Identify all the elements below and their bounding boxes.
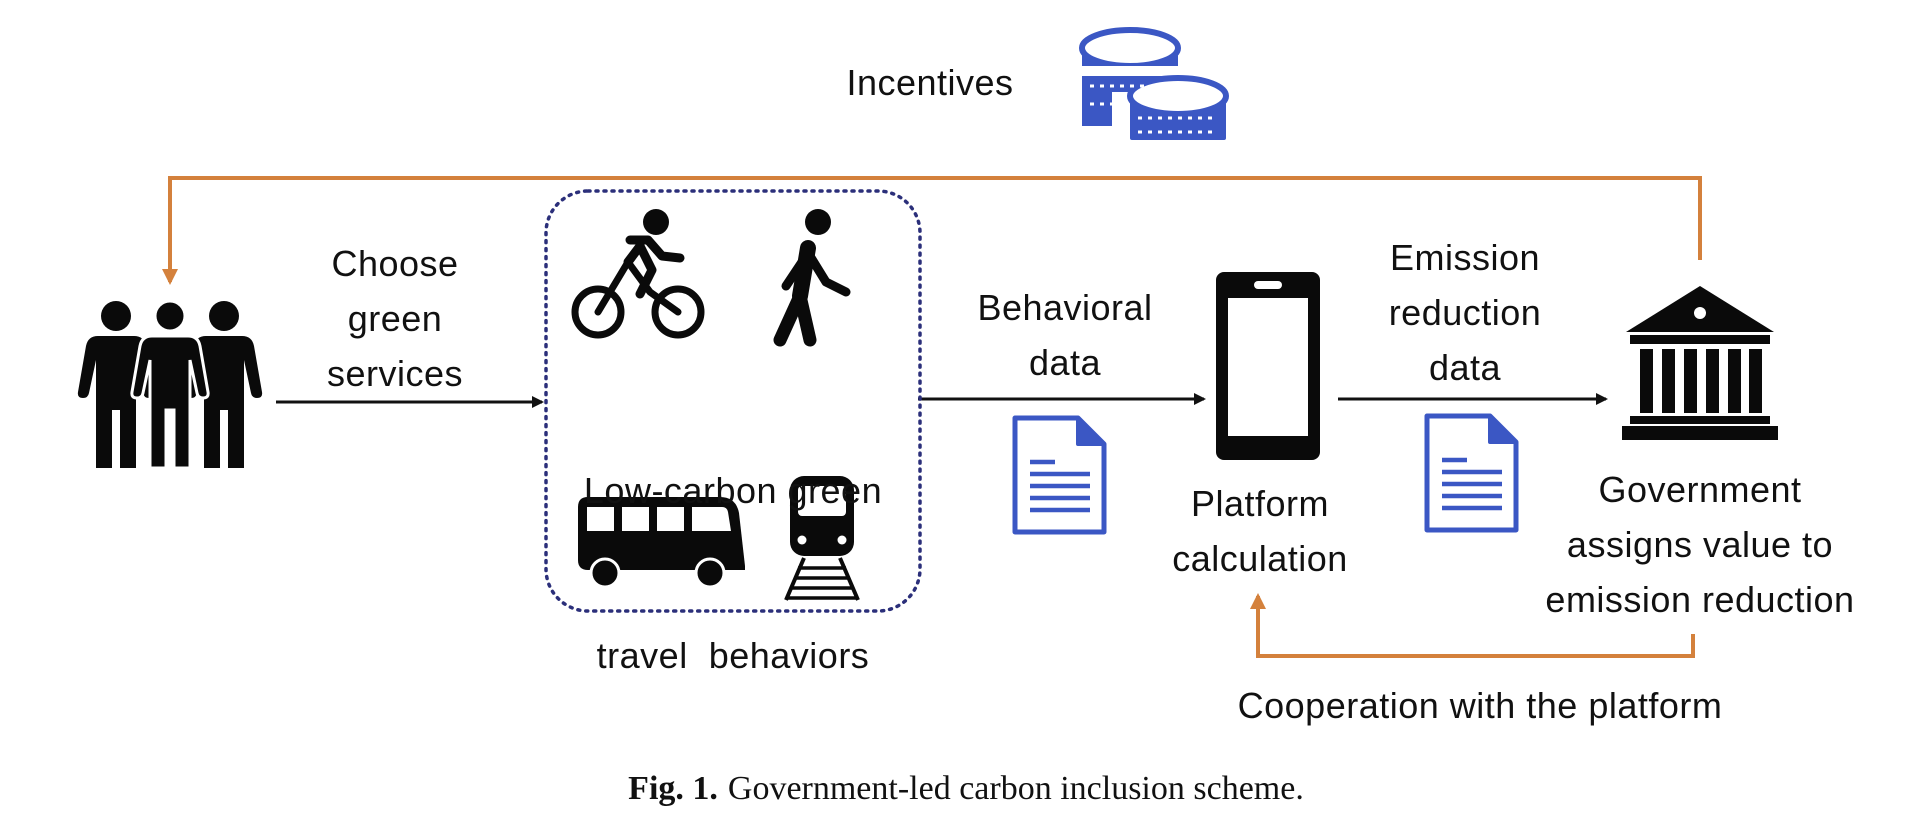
cooperation-feedback-arrow bbox=[1250, 593, 1695, 658]
low-carbon-line-2: travel behaviors bbox=[596, 635, 870, 676]
behavioral-line-1: Behavioral bbox=[977, 287, 1153, 328]
government-line-2: assigns value to bbox=[1566, 524, 1834, 565]
government-line-3: emission reduction bbox=[1545, 579, 1855, 620]
government-line-1: Government bbox=[1598, 469, 1802, 510]
choose-line-3: services bbox=[326, 353, 464, 394]
cooperation-label: Cooperation with the platform bbox=[1237, 685, 1723, 726]
walking-person-icon bbox=[773, 209, 851, 347]
behavioral-document-icon bbox=[1012, 415, 1107, 535]
bus-icon bbox=[578, 497, 745, 589]
coins-icon bbox=[1079, 27, 1229, 140]
travel-behaviors-box bbox=[544, 189, 922, 613]
emission-line-3: data bbox=[1428, 347, 1502, 388]
choose-line-2: green bbox=[347, 298, 443, 339]
low-carbon-travel-label: Low-carbon green travel behaviors bbox=[548, 353, 918, 738]
platform-line-2: calculation bbox=[1172, 538, 1348, 579]
behavioral-line-2: data bbox=[1028, 342, 1102, 383]
platform-line-1: Platform bbox=[1190, 483, 1330, 524]
behavioral-data-label: Behavioral data bbox=[950, 280, 1180, 390]
emission-document-icon bbox=[1424, 413, 1519, 533]
emission-line-1: Emission bbox=[1389, 237, 1541, 278]
caption-text: Government-led carbon inclusion scheme. bbox=[727, 770, 1304, 807]
platform-calculation-label: Platform calculation bbox=[1140, 476, 1380, 586]
government-label: Government assigns value to emission red… bbox=[1515, 462, 1885, 627]
choose-line-1: Choose bbox=[331, 243, 459, 284]
choose-green-services-label: Choose green services bbox=[290, 236, 500, 401]
figure-caption: Fig. 1.Government-led carbon inclusion s… bbox=[0, 770, 1932, 808]
low-carbon-line-1: Low-carbon green bbox=[583, 470, 883, 511]
people-icon bbox=[77, 299, 263, 470]
train-icon bbox=[784, 476, 860, 601]
government-building-icon bbox=[1622, 286, 1778, 440]
bicycle-icon bbox=[571, 209, 705, 339]
emission-reduction-data-label: Emission reduction data bbox=[1360, 230, 1570, 395]
emission-line-2: reduction bbox=[1388, 292, 1542, 333]
incentives-feedback-arrow bbox=[162, 176, 1702, 285]
smartphone-icon bbox=[1216, 272, 1320, 460]
incentives-label: Incentives bbox=[846, 62, 1014, 103]
caption-number: Fig. 1. bbox=[628, 770, 718, 807]
